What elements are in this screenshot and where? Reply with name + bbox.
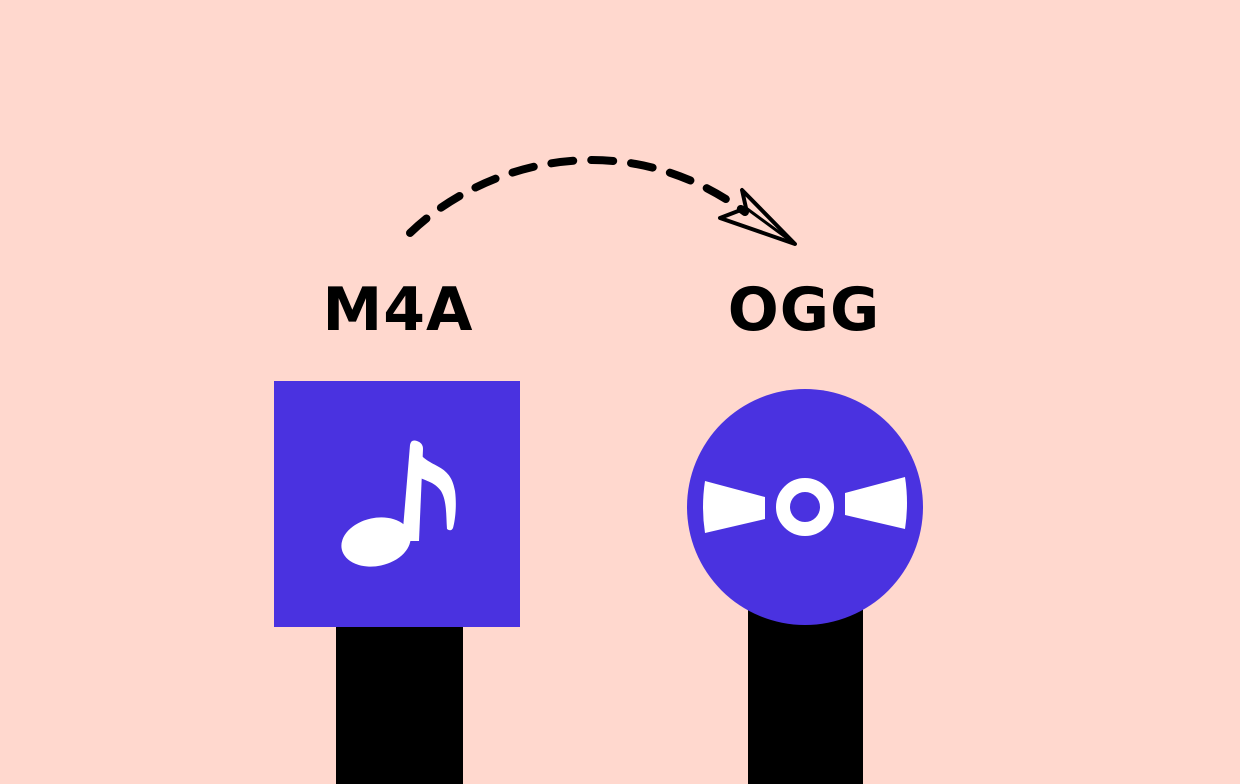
music-note-flag [414,443,456,531]
music-note-head [341,517,411,567]
target-stand [748,605,863,784]
source-stand [336,620,463,784]
source-format-label: M4A [322,275,474,345]
disc-icon [703,477,907,536]
arrow-dashed-path [406,156,749,237]
disc-reflection-left [703,481,765,533]
target-disc [687,389,923,625]
music-note-icon [341,440,456,567]
arrow-head-fold [745,206,796,246]
target-format-label: OGG [727,275,881,345]
disc-reflection-right [845,477,907,529]
source-file-tile [274,381,520,627]
disc-hub-ring [776,478,834,536]
